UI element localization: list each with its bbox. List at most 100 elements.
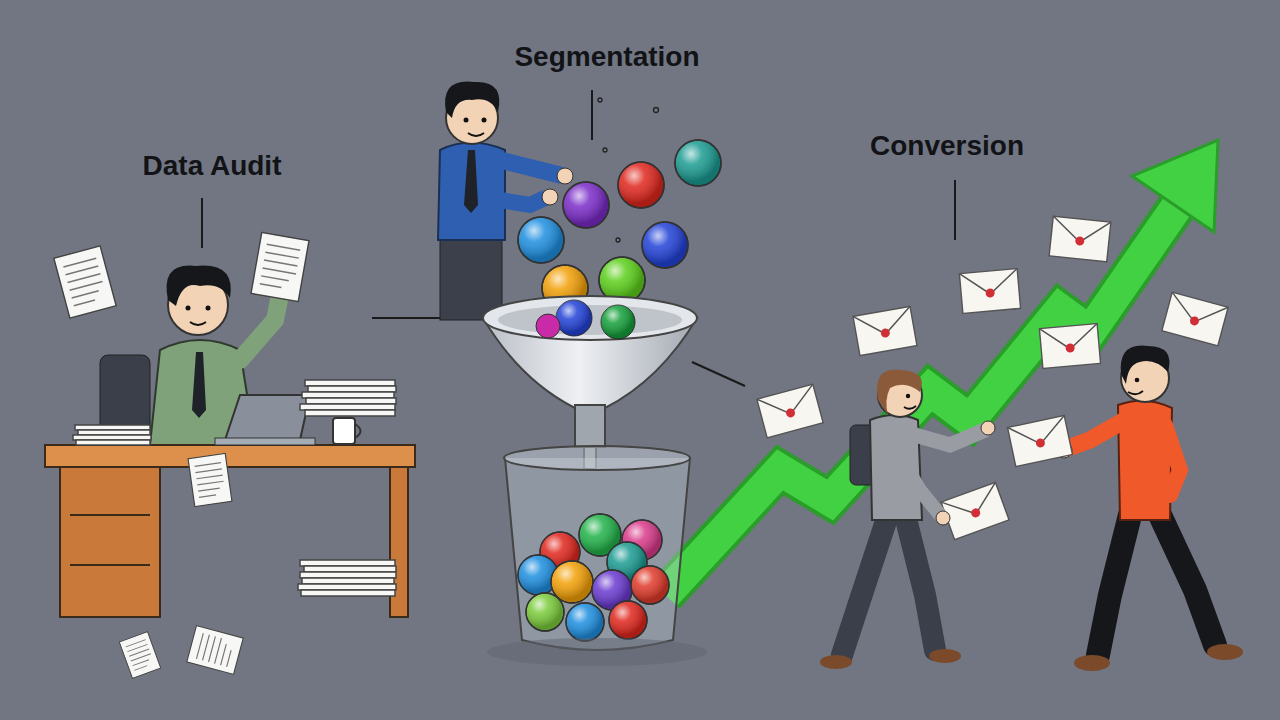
person-woman: [842, 515, 888, 655]
desk-scene: [302, 392, 394, 398]
person-woman: [936, 511, 950, 525]
glass-jar: [505, 458, 690, 650]
person-woman: [904, 406, 916, 409]
glass-jar: [526, 593, 564, 631]
envelope: [757, 216, 1228, 540]
envelope: [757, 384, 823, 438]
person-woman: [906, 394, 910, 398]
person-woman: [929, 649, 961, 663]
desk-scene: [119, 632, 160, 679]
person-segmenting: [464, 118, 469, 123]
envelope: [941, 482, 1009, 539]
desk-scene: [54, 246, 116, 318]
envelope: [959, 269, 1020, 314]
data-ball: [518, 217, 564, 263]
desk-scene: [190, 322, 206, 325]
person-man: [1007, 415, 1072, 466]
person-segmenting: [482, 118, 487, 123]
stage-label: Segmentation: [514, 41, 699, 73]
funnel: [601, 305, 635, 339]
funnel: [483, 296, 697, 469]
funnel: [575, 405, 605, 447]
data-ball: [563, 182, 609, 228]
data-ball: [563, 182, 609, 228]
funnel: [601, 305, 635, 339]
person-woman: [820, 655, 852, 669]
person-man: [1068, 420, 1125, 448]
desk-scene: [206, 306, 211, 311]
glass-jar: [609, 601, 647, 639]
envelope: [1039, 324, 1100, 369]
person-woman: [981, 421, 995, 435]
stage-label: Conversion: [870, 130, 1024, 162]
desk-scene: [186, 306, 191, 311]
leader-line: [954, 180, 956, 240]
glass-jar: [609, 601, 647, 639]
sparkle: [654, 108, 659, 113]
person-man: [1128, 391, 1143, 394]
person-man: [1098, 515, 1130, 655]
desk-scene: [215, 438, 315, 445]
person-woman: [890, 440, 940, 515]
person-segmenting: [440, 235, 502, 320]
glass-jar: [518, 514, 669, 641]
desk-scene: [167, 266, 231, 306]
data-ball: [618, 162, 664, 208]
desk-scene: [70, 515, 150, 565]
person-woman: [915, 430, 985, 445]
desk-scene: [355, 424, 361, 438]
desk-scene: [76, 440, 150, 445]
glass-jar: [487, 638, 707, 666]
data-ball: [675, 140, 721, 186]
leader-line: [591, 90, 593, 140]
desk-scene: [45, 232, 415, 678]
envelope: [853, 306, 917, 355]
desk-scene: [308, 386, 396, 392]
data-ball: [618, 162, 664, 208]
glass-jar: [631, 566, 669, 604]
person-segmenting: [468, 133, 484, 136]
desk-scene: [225, 395, 310, 440]
person-segmenting: [500, 198, 545, 205]
glass-jar: [487, 446, 707, 666]
desk-scene: [302, 578, 394, 584]
person-segmenting: [542, 189, 558, 205]
desk-scene: [298, 584, 396, 590]
desk-scene: [333, 418, 355, 444]
data-ball: [518, 140, 721, 311]
sparkle: [616, 238, 620, 242]
person-man: [1121, 346, 1170, 384]
desk-scene: [188, 453, 232, 506]
person-segmenting: [500, 160, 560, 175]
glass-jar: [566, 603, 604, 641]
glass-jar: [631, 566, 669, 604]
person-man: [1160, 515, 1215, 645]
funnel: [483, 296, 697, 340]
person-segmenting: [445, 82, 499, 118]
desk-scene: [192, 352, 206, 418]
funnel: [536, 314, 560, 338]
glass-jar: [504, 446, 690, 470]
desk-scene: [300, 560, 395, 566]
desk-scene: [305, 380, 395, 386]
sparkle: [598, 98, 602, 102]
person-man: [1135, 378, 1140, 383]
person-man: [1165, 425, 1180, 495]
data-ball: [642, 222, 688, 268]
envelope: [1049, 216, 1111, 262]
desk-scene: [45, 445, 415, 467]
data-ball: [642, 222, 688, 268]
envelope: [1162, 292, 1228, 346]
sparkle: [603, 148, 607, 152]
desk-scene: [306, 398, 396, 404]
data-ball: [675, 140, 721, 186]
desk-scene: [300, 572, 396, 578]
glass-jar: [526, 593, 564, 631]
sparkle: [598, 98, 659, 242]
person-man: [1207, 644, 1243, 660]
person-man: [1074, 655, 1110, 671]
